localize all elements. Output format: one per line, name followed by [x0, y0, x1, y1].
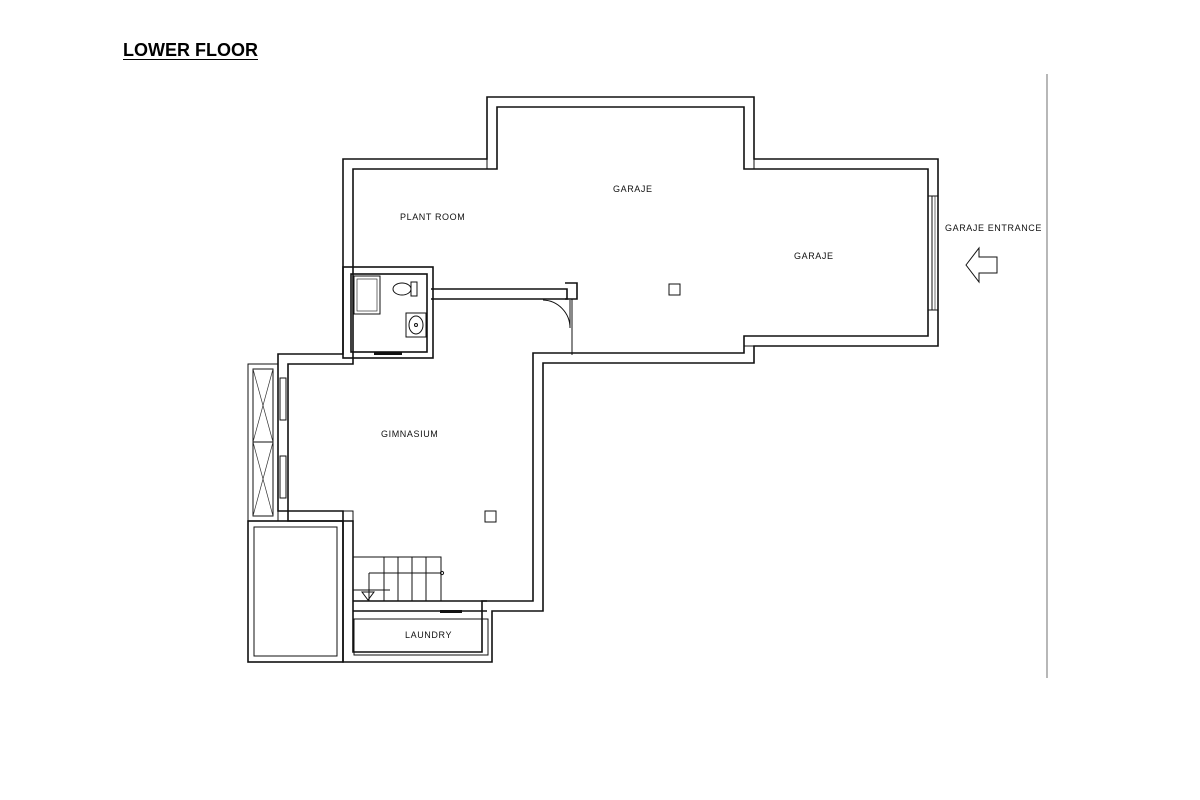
- outer-walls: [277, 96, 939, 663]
- columns: [484, 283, 681, 523]
- gym-column: [484, 510, 497, 523]
- gym-windows: [279, 377, 287, 499]
- shower-tray: [353, 275, 381, 315]
- laundry-room: [353, 610, 489, 656]
- washbasin-icon: [405, 312, 427, 338]
- label-garaje-upper: GARAJE: [613, 184, 653, 194]
- west-annex: [247, 363, 344, 663]
- label-laundry: LAUNDRY: [405, 630, 452, 640]
- bathroom: [353, 275, 427, 355]
- toilet-icon: [392, 281, 418, 297]
- label-gimnasium: GIMNASIUM: [381, 429, 438, 439]
- label-garaje-entrance: GARAJE ENTRANCE: [945, 223, 1042, 233]
- garage-column: [668, 283, 681, 296]
- label-garaje-right: GARAJE: [794, 251, 834, 261]
- staircase: [353, 556, 445, 601]
- door-plant-garage: [542, 299, 571, 329]
- arrow-left-icon: [965, 246, 998, 284]
- interior-walls: [342, 266, 578, 612]
- bathroom-door: [374, 352, 402, 355]
- garage-entrance-opening: [931, 196, 936, 310]
- page-title: LOWER FLOOR: [123, 40, 258, 60]
- label-plant-room: PLANT ROOM: [400, 212, 465, 222]
